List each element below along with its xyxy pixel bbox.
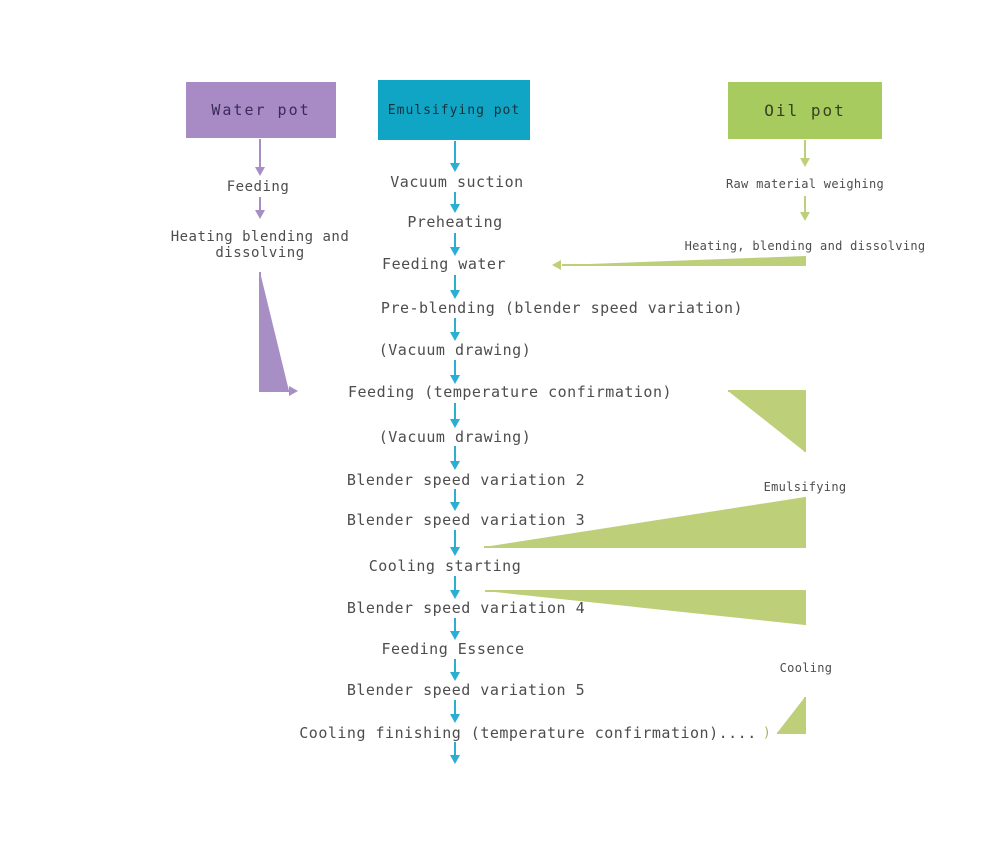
arrow-to-cooling-finishing bbox=[450, 700, 460, 723]
arrow-to-blender-speed-3 bbox=[450, 489, 460, 511]
arrow-to-feeding-temperature bbox=[450, 360, 460, 384]
step-blender-speed-3: Blender speed variation 3 bbox=[346, 511, 586, 529]
arrow-weighing-to-heating bbox=[800, 196, 810, 221]
emulsifying-bracket bbox=[484, 390, 806, 548]
arrow-to-preheating bbox=[450, 192, 460, 213]
step-vacuum-drawing-2: (Vacuum drawing) bbox=[378, 428, 532, 446]
arrow-to-feeding-essence bbox=[450, 618, 460, 640]
arrow-to-feeding-water bbox=[450, 233, 460, 256]
cooling-bracket-end-mark: ) bbox=[762, 725, 772, 741]
arrow-oilpot-to-weighing bbox=[800, 140, 810, 167]
arrow-to-blender-speed-5 bbox=[450, 659, 460, 681]
oil-pot-box: Oil pot bbox=[728, 82, 882, 139]
step-vacuum-suction: Vacuum suction bbox=[390, 173, 524, 191]
step-blender-speed-2: Blender speed variation 2 bbox=[346, 471, 586, 489]
step-blender-speed-5: Blender speed variation 5 bbox=[346, 681, 586, 699]
oil-pot-title: Oil pot bbox=[764, 101, 846, 120]
arrow-to-blender-speed-2 bbox=[450, 446, 460, 470]
phase-label-emulsifying: Emulsifying bbox=[763, 480, 847, 494]
arrow-to-pre-blending bbox=[450, 275, 460, 299]
water-pot-box: Water pot bbox=[186, 82, 336, 138]
step-feeding-water: Feeding water bbox=[382, 255, 506, 273]
cooling-bracket bbox=[485, 590, 806, 734]
arrow-flow-end bbox=[450, 742, 460, 764]
arrow-to-cooling-starting bbox=[450, 530, 460, 556]
water-step-heating-blending: Heating blending and dissolving bbox=[170, 228, 350, 261]
phase-label-cooling: Cooling bbox=[779, 661, 833, 675]
arrow-oil-to-feeding-water bbox=[552, 256, 806, 270]
arrow-to-vacuum-drawing-1 bbox=[450, 318, 460, 341]
step-preheating: Preheating bbox=[407, 213, 503, 231]
oil-step-heating-blending-dissolving: Heating, blending and dissolving bbox=[684, 239, 926, 253]
water-pot-title: Water pot bbox=[211, 101, 311, 119]
arrow-waterpot-to-feeding bbox=[255, 139, 265, 176]
emulsifying-pot-box: Emulsifying pot bbox=[378, 80, 530, 140]
step-cooling-finishing: Cooling finishing (temperature confirmat… bbox=[299, 724, 757, 742]
arrow-to-vacuum-suction bbox=[450, 141, 460, 172]
water-step-feeding: Feeding bbox=[226, 179, 290, 195]
step-pre-blending: Pre-blending (blender speed variation) bbox=[380, 299, 744, 317]
arrow-feeding-to-heating bbox=[255, 197, 265, 219]
step-feeding-essence: Feeding Essence bbox=[381, 640, 525, 658]
step-vacuum-drawing-1: (Vacuum drawing) bbox=[378, 341, 532, 359]
arrow-to-vacuum-drawing-2 bbox=[450, 403, 460, 428]
step-cooling-starting: Cooling starting bbox=[368, 557, 522, 575]
arrow-to-blender-speed-4 bbox=[450, 576, 460, 599]
step-blender-speed-4: Blender speed variation 4 bbox=[346, 599, 586, 617]
emulsifying-pot-title: Emulsifying pot bbox=[387, 102, 521, 118]
step-feeding-temperature: Feeding (temperature confirmation) bbox=[347, 383, 673, 401]
oil-step-raw-material-weighing: Raw material weighing bbox=[725, 177, 885, 191]
arrow-water-to-emulsify-feeding bbox=[259, 272, 298, 396]
